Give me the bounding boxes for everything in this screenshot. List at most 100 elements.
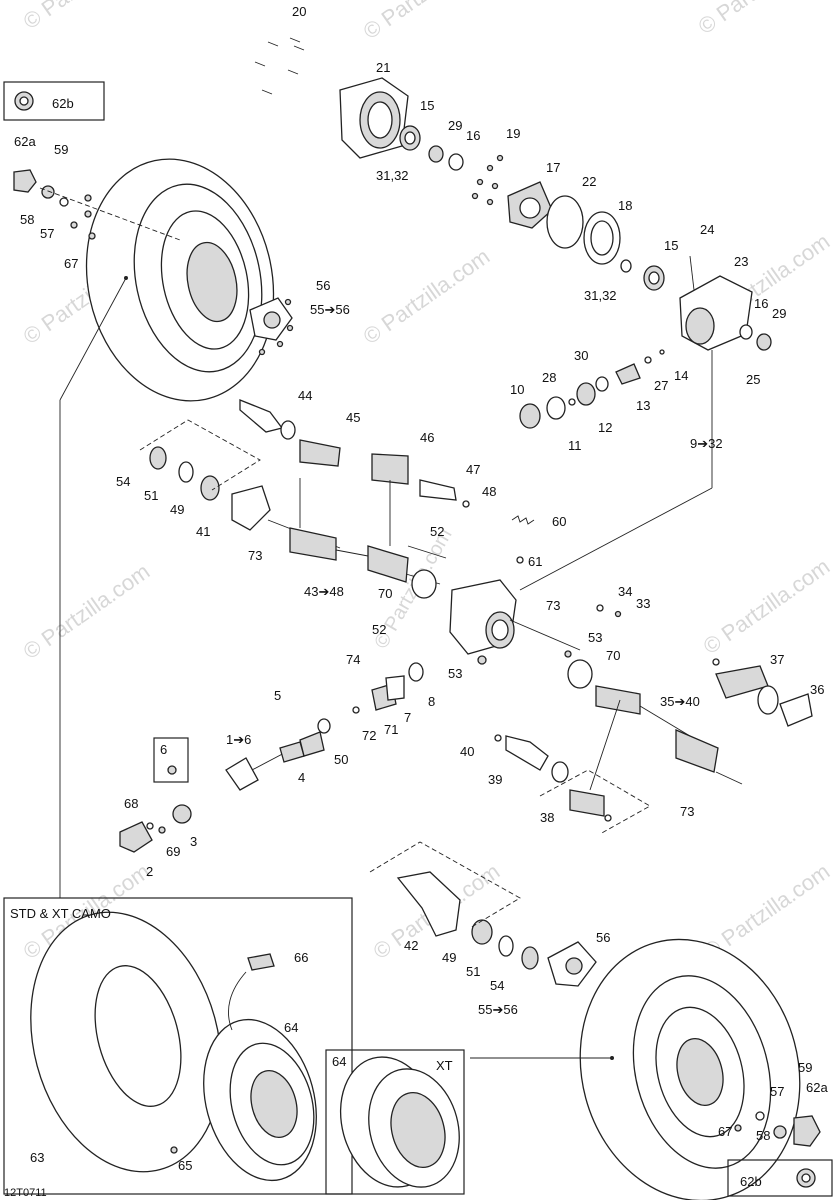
label-36: 36 bbox=[810, 682, 824, 697]
yoke-parts-2-3 bbox=[119, 804, 192, 853]
label-21: 21 bbox=[376, 60, 390, 75]
label-16: 16 bbox=[466, 128, 480, 143]
label-31-32b: 31,32 bbox=[584, 288, 617, 303]
label-42: 42 bbox=[404, 938, 418, 953]
label-58-top: 58 bbox=[20, 212, 34, 227]
callout-box-62b-top bbox=[3, 81, 105, 121]
label-52a: 52 bbox=[430, 524, 444, 539]
label-58-bot: 58 bbox=[756, 1128, 770, 1143]
label-72: 72 bbox=[362, 728, 376, 743]
label-25: 25 bbox=[746, 372, 760, 387]
label-43-48: 43➔48 bbox=[304, 584, 344, 599]
callout-box-6 bbox=[153, 737, 189, 783]
label-67-top: 67 bbox=[64, 256, 78, 271]
label-9-32: 9➔32 bbox=[690, 436, 723, 451]
label-19: 19 bbox=[506, 126, 520, 141]
spring-60 bbox=[407, 515, 535, 564]
label-74: 74 bbox=[346, 652, 360, 667]
label-68: 68 bbox=[124, 796, 138, 811]
wheel-bottom-right bbox=[579, 938, 821, 1200]
label-38: 38 bbox=[540, 810, 554, 825]
label-5: 5 bbox=[274, 688, 281, 703]
label-15b: 15 bbox=[664, 238, 678, 253]
label-53a: 53 bbox=[588, 630, 602, 645]
label-57-top: 57 bbox=[40, 226, 54, 241]
label-64b: 64 bbox=[332, 1054, 346, 1069]
callout-box-xt bbox=[325, 1049, 465, 1195]
label-56-top: 56 bbox=[316, 278, 330, 293]
housing-21 bbox=[339, 77, 409, 159]
callout-box-62b-bottom bbox=[727, 1159, 833, 1197]
watermark: © Partzilla.com bbox=[359, 0, 495, 44]
watermark: © Partzilla.com bbox=[359, 244, 495, 350]
box-title-std-xt-camo: STD & XT CAMO bbox=[10, 906, 111, 921]
label-55-56-top: 55➔56 bbox=[310, 302, 350, 317]
label-54-top: 54 bbox=[116, 474, 130, 489]
label-48: 48 bbox=[482, 484, 496, 499]
label-41: 41 bbox=[196, 524, 210, 539]
figure-code: 12T0711 bbox=[4, 1187, 47, 1199]
front-drive-parts bbox=[225, 662, 424, 791]
label-55-56-bot: 55➔56 bbox=[478, 1002, 518, 1017]
bearing-15-top bbox=[399, 125, 421, 151]
label-13: 13 bbox=[636, 398, 650, 413]
label-39: 39 bbox=[488, 772, 502, 787]
bearing-15-right bbox=[620, 259, 665, 291]
label-73c: 73 bbox=[680, 804, 694, 819]
label-59-bot: 59 bbox=[798, 1060, 812, 1075]
dashed-guide-lower bbox=[369, 841, 521, 929]
label-24: 24 bbox=[700, 222, 714, 237]
label-28: 28 bbox=[542, 370, 556, 385]
wheel-nut-stack-top bbox=[13, 169, 181, 241]
label-70b: 70 bbox=[606, 648, 620, 663]
label-53b: 53 bbox=[448, 666, 462, 681]
label-62a-top: 62a bbox=[14, 134, 36, 149]
label-40: 40 bbox=[460, 744, 474, 759]
label-15: 15 bbox=[420, 98, 434, 113]
callout-box-std-xt-camo bbox=[3, 897, 353, 1195]
label-20: 20 bbox=[292, 4, 306, 19]
label-60: 60 bbox=[552, 514, 566, 529]
label-73b: 73 bbox=[546, 598, 560, 613]
label-4: 4 bbox=[298, 770, 305, 785]
box-title-xt: XT bbox=[436, 1058, 453, 1073]
differential-17 bbox=[507, 181, 553, 229]
label-30: 30 bbox=[574, 348, 588, 363]
label-27: 27 bbox=[654, 378, 668, 393]
label-17: 17 bbox=[546, 160, 560, 175]
label-51-top: 51 bbox=[144, 488, 158, 503]
dashed-guide-right bbox=[539, 769, 651, 835]
label-22: 22 bbox=[582, 174, 596, 189]
shaft-assembly-left bbox=[149, 399, 470, 585]
bolts-19 bbox=[471, 154, 504, 206]
label-62b-top: 62b bbox=[52, 96, 74, 111]
label-63: 63 bbox=[30, 1150, 44, 1165]
center-differential bbox=[411, 569, 622, 689]
label-11: 11 bbox=[568, 438, 582, 453]
label-12: 12 bbox=[598, 420, 612, 435]
oring-22 bbox=[546, 195, 584, 249]
cap-62b-bottom-icon bbox=[796, 1168, 816, 1188]
label-62a-bot: 62a bbox=[806, 1080, 828, 1095]
label-49-top: 49 bbox=[170, 502, 184, 517]
label-37: 37 bbox=[770, 652, 784, 667]
ring-18 bbox=[583, 211, 621, 265]
label-6: 6 bbox=[160, 742, 167, 757]
bolts-20 bbox=[254, 37, 305, 95]
seals-16-29-right bbox=[739, 324, 772, 351]
label-65: 65 bbox=[178, 1158, 192, 1173]
shaft-assembly-right bbox=[494, 658, 813, 822]
label-29: 29 bbox=[448, 118, 462, 133]
label-1-6: 1➔6 bbox=[226, 732, 251, 747]
label-8: 8 bbox=[428, 694, 435, 709]
dashed-guide-left bbox=[139, 419, 261, 491]
label-18: 18 bbox=[618, 198, 632, 213]
label-46: 46 bbox=[420, 430, 434, 445]
label-14: 14 bbox=[674, 368, 688, 383]
watermark: © Partzilla.com bbox=[19, 0, 155, 34]
label-52b: 52 bbox=[372, 622, 386, 637]
xt-wheel bbox=[339, 1056, 460, 1188]
label-61: 61 bbox=[528, 554, 542, 569]
label-23: 23 bbox=[734, 254, 748, 269]
label-49-bot: 49 bbox=[442, 950, 456, 965]
